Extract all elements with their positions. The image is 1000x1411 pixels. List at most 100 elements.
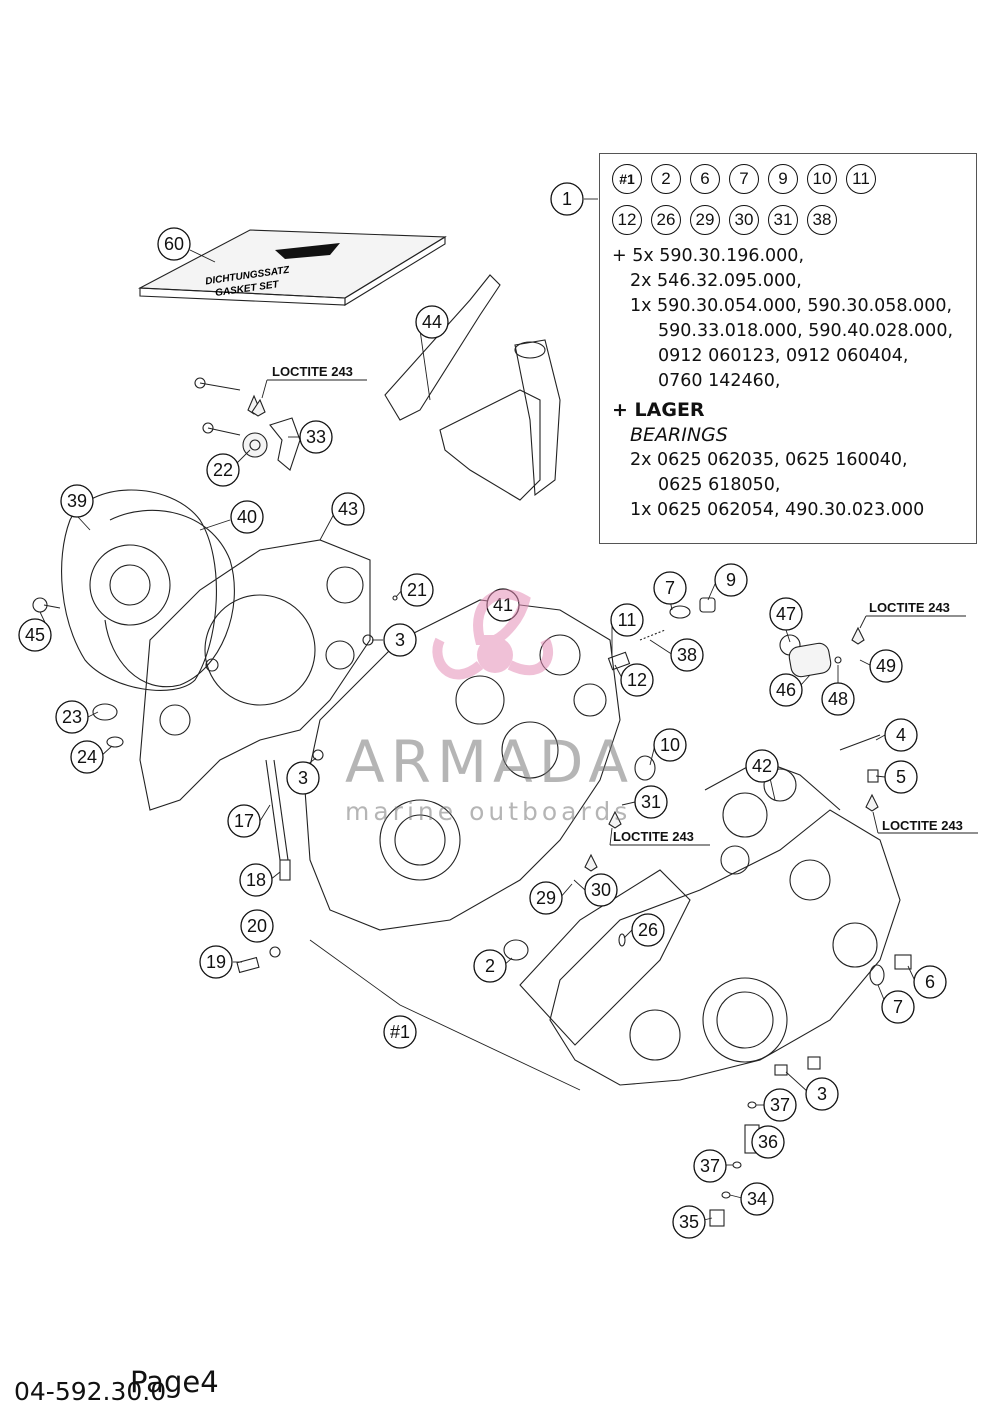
- kit-item: 6: [690, 164, 720, 194]
- callout-21: 21: [400, 573, 434, 607]
- kit-item: 31: [768, 205, 798, 235]
- callout-33: 33: [299, 420, 333, 454]
- kit-item: 26: [651, 205, 681, 235]
- svg-text:35: 35: [679, 1212, 699, 1232]
- callout-26: 26: [631, 913, 665, 947]
- kit-line: 2x 546.32.095.000,: [630, 271, 802, 291]
- svg-text:9: 9: [726, 570, 736, 590]
- svg-text:10: 10: [660, 735, 680, 755]
- svg-text:60: 60: [164, 234, 184, 254]
- svg-text:3: 3: [395, 630, 405, 650]
- callout-9: 9: [714, 563, 748, 597]
- watermark-subtitle: marine outboards: [345, 797, 632, 826]
- svg-text:20: 20: [247, 916, 267, 936]
- kit-row-1: #1 2 6 7 9 10 11: [612, 164, 876, 194]
- right-crankcase-half: [549, 759, 901, 1086]
- svg-text:45: 45: [25, 625, 45, 645]
- svg-text:42: 42: [752, 756, 772, 776]
- svg-text:17: 17: [234, 811, 254, 831]
- svg-text:7: 7: [665, 578, 675, 598]
- callout-5: 5: [884, 760, 918, 794]
- svg-text:11: 11: [618, 610, 637, 630]
- loctite-label-3-text: LOCTITE 243: [613, 829, 694, 844]
- callout-38: 38: [670, 638, 704, 672]
- kit-row-2: 12 26 29 30 31 38: [612, 205, 837, 235]
- bearings-subheading: BEARINGS: [630, 424, 728, 446]
- svg-text:19: 19: [206, 952, 226, 972]
- bearing-line: 0625 618050,: [658, 475, 781, 495]
- svg-text:7: 7: [893, 997, 903, 1017]
- svg-text:37: 37: [770, 1095, 790, 1115]
- callout-31: 31: [634, 785, 668, 819]
- svg-text:48: 48: [828, 689, 848, 709]
- svg-text:31: 31: [641, 792, 661, 812]
- loctite-label-2-text: LOCTITE 243: [869, 600, 950, 615]
- svg-text:47: 47: [776, 604, 796, 624]
- clutch-cover: [61, 489, 235, 691]
- callout-6: 6: [913, 965, 947, 999]
- svg-text:39: 39: [67, 491, 87, 511]
- callout-3-c: 3: [805, 1077, 839, 1111]
- svg-text:38: 38: [677, 645, 697, 665]
- kit-contents-box: #1 2 6 7 9 10 11 12 26 29 30 31 38 + 5x …: [599, 153, 977, 544]
- callout-37-a: 37: [763, 1088, 797, 1122]
- svg-text:46: 46: [776, 680, 796, 700]
- page-label: Page4: [130, 1365, 219, 1399]
- cylinder-gasket: [720, 768, 797, 875]
- svg-text:36: 36: [758, 1132, 778, 1152]
- callout-20: 20: [240, 909, 274, 943]
- bearing-line: 2x 0625 062035, 0625 160040,: [630, 450, 908, 470]
- callout-10: 10: [653, 728, 687, 762]
- callout-23: 23: [55, 700, 89, 734]
- case-gasket: [519, 869, 691, 1046]
- bearing-line: 1x 0625 062054, 490.30.023.000: [630, 500, 925, 520]
- kit-item: 12: [612, 205, 642, 235]
- loctite-label-1-text: LOCTITE 243: [272, 364, 353, 379]
- callout-1: 1: [550, 182, 584, 216]
- callout-45: 45: [18, 618, 52, 652]
- svg-text:44: 44: [422, 312, 442, 332]
- callout-34: 34: [740, 1182, 774, 1216]
- callouts: 44 33 22 39 40 43 21 3 45 23 24 3 17 18 …: [18, 182, 947, 1239]
- callout-12: 12: [620, 663, 654, 697]
- propeller-watermark-icon: [432, 589, 554, 680]
- kit-part-list: + 5x 590.30.196.000, 2x 546.32.095.000, …: [612, 244, 953, 523]
- loctite-label-4: LOCTITE 243: [872, 811, 978, 834]
- outer-cover: [139, 539, 371, 811]
- kit-line: 1x 590.30.054.000, 590.30.058.000,: [630, 296, 953, 316]
- svg-text:3: 3: [817, 1084, 827, 1104]
- callout-19: 19: [199, 945, 233, 979]
- loctite-label-3: LOCTITE 243: [609, 827, 710, 846]
- callout-29: 29: [529, 881, 563, 915]
- callout-30: 30: [584, 873, 618, 907]
- bracket-part: [384, 274, 561, 501]
- document-code: 04-592.30.0: [14, 1377, 167, 1406]
- callout-35: 35: [672, 1205, 706, 1239]
- svg-text:22: 22: [213, 460, 233, 480]
- bearings-heading: + LAGER: [612, 399, 705, 421]
- callout-40: 40: [230, 500, 264, 534]
- svg-text:49: 49: [876, 656, 896, 676]
- gasket-set-card: DICHTUNGSSATZ GASKET SET: [137, 229, 447, 306]
- callout-11: 11: [610, 603, 644, 637]
- svg-text:4: 4: [896, 725, 906, 745]
- callout-39: 39: [60, 484, 94, 518]
- loctite-label-2: LOCTITE 243: [859, 600, 966, 629]
- svg-text:40: 40: [237, 507, 257, 527]
- svg-text:37: 37: [700, 1156, 720, 1176]
- svg-text:2: 2: [485, 956, 495, 976]
- brand-logo-icon: [275, 243, 340, 259]
- callout-3-b: 3: [286, 761, 320, 795]
- kit-item: 11: [846, 164, 876, 194]
- svg-text:1: 1: [562, 189, 572, 209]
- svg-text:18: 18: [246, 870, 266, 890]
- kit-item: 29: [690, 205, 720, 235]
- kit-item: 30: [729, 205, 759, 235]
- callout-2: 2: [473, 949, 507, 983]
- svg-text:21: 21: [407, 580, 427, 600]
- svg-text:#1: #1: [390, 1022, 410, 1042]
- kit-line: 590.33.018.000, 590.40.028.000,: [658, 321, 954, 341]
- callout-7-a: 7: [653, 571, 687, 605]
- svg-text:6: 6: [925, 972, 935, 992]
